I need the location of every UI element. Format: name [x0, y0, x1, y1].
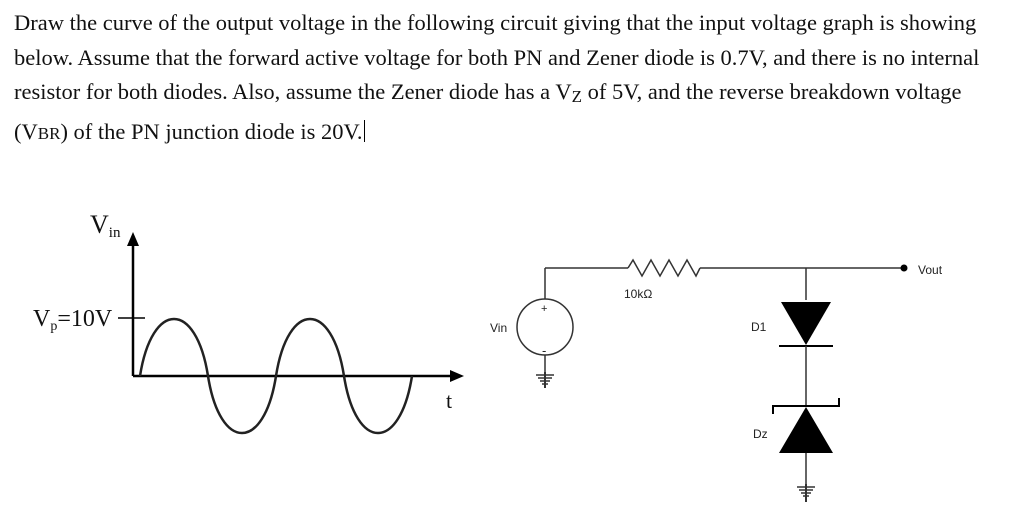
diode1-label: D1 [751, 320, 767, 334]
zener-triangle [779, 407, 833, 453]
source-label: Vin [490, 321, 507, 335]
peak-label: V [33, 306, 51, 332]
svg-text:Vp=10V: Vp=10V [33, 306, 113, 334]
text-cursor [363, 119, 365, 142]
question-part-3: ) of the PN junction diode is 20V. [60, 118, 363, 144]
vbr-subscript: BR [37, 123, 61, 143]
svg-text:Vin: Vin [90, 210, 121, 241]
input-voltage-graph: Vin Vp=10V t [33, 210, 464, 434]
circuit-labels: Vin + - 10kΩ Vout D1 Dz [490, 263, 943, 441]
resistor-label: 10kΩ [624, 287, 652, 301]
source-plus: + [541, 303, 547, 315]
y-axis-label: V [90, 210, 109, 239]
output-label: Vout [918, 263, 943, 277]
circuit [516, 258, 908, 502]
diode1-triangle [781, 302, 831, 345]
resistor [627, 258, 701, 278]
peak-label-sub: p [50, 319, 57, 334]
zener-bar [772, 398, 840, 414]
sine-wave [138, 318, 414, 434]
zener-label: Dz [753, 427, 768, 441]
source-minus: - [542, 343, 546, 358]
question-text: Draw the curve of the output voltage in … [14, 6, 1014, 151]
peak-label-value: =10V [57, 306, 113, 332]
ground-icon [536, 372, 554, 388]
y-axis-arrow [127, 232, 139, 246]
x-axis-arrow [450, 370, 464, 382]
y-axis-label-sub: in [109, 225, 121, 241]
ground-icon [797, 484, 815, 502]
question-part-1: Draw the curve of the output voltage in … [14, 10, 980, 104]
vz-subscript: Z [571, 87, 582, 106]
x-axis-label: t [446, 388, 452, 413]
output-node [900, 264, 908, 272]
question-part-2: of 5V, and the reverse breakdown voltage… [14, 79, 962, 144]
